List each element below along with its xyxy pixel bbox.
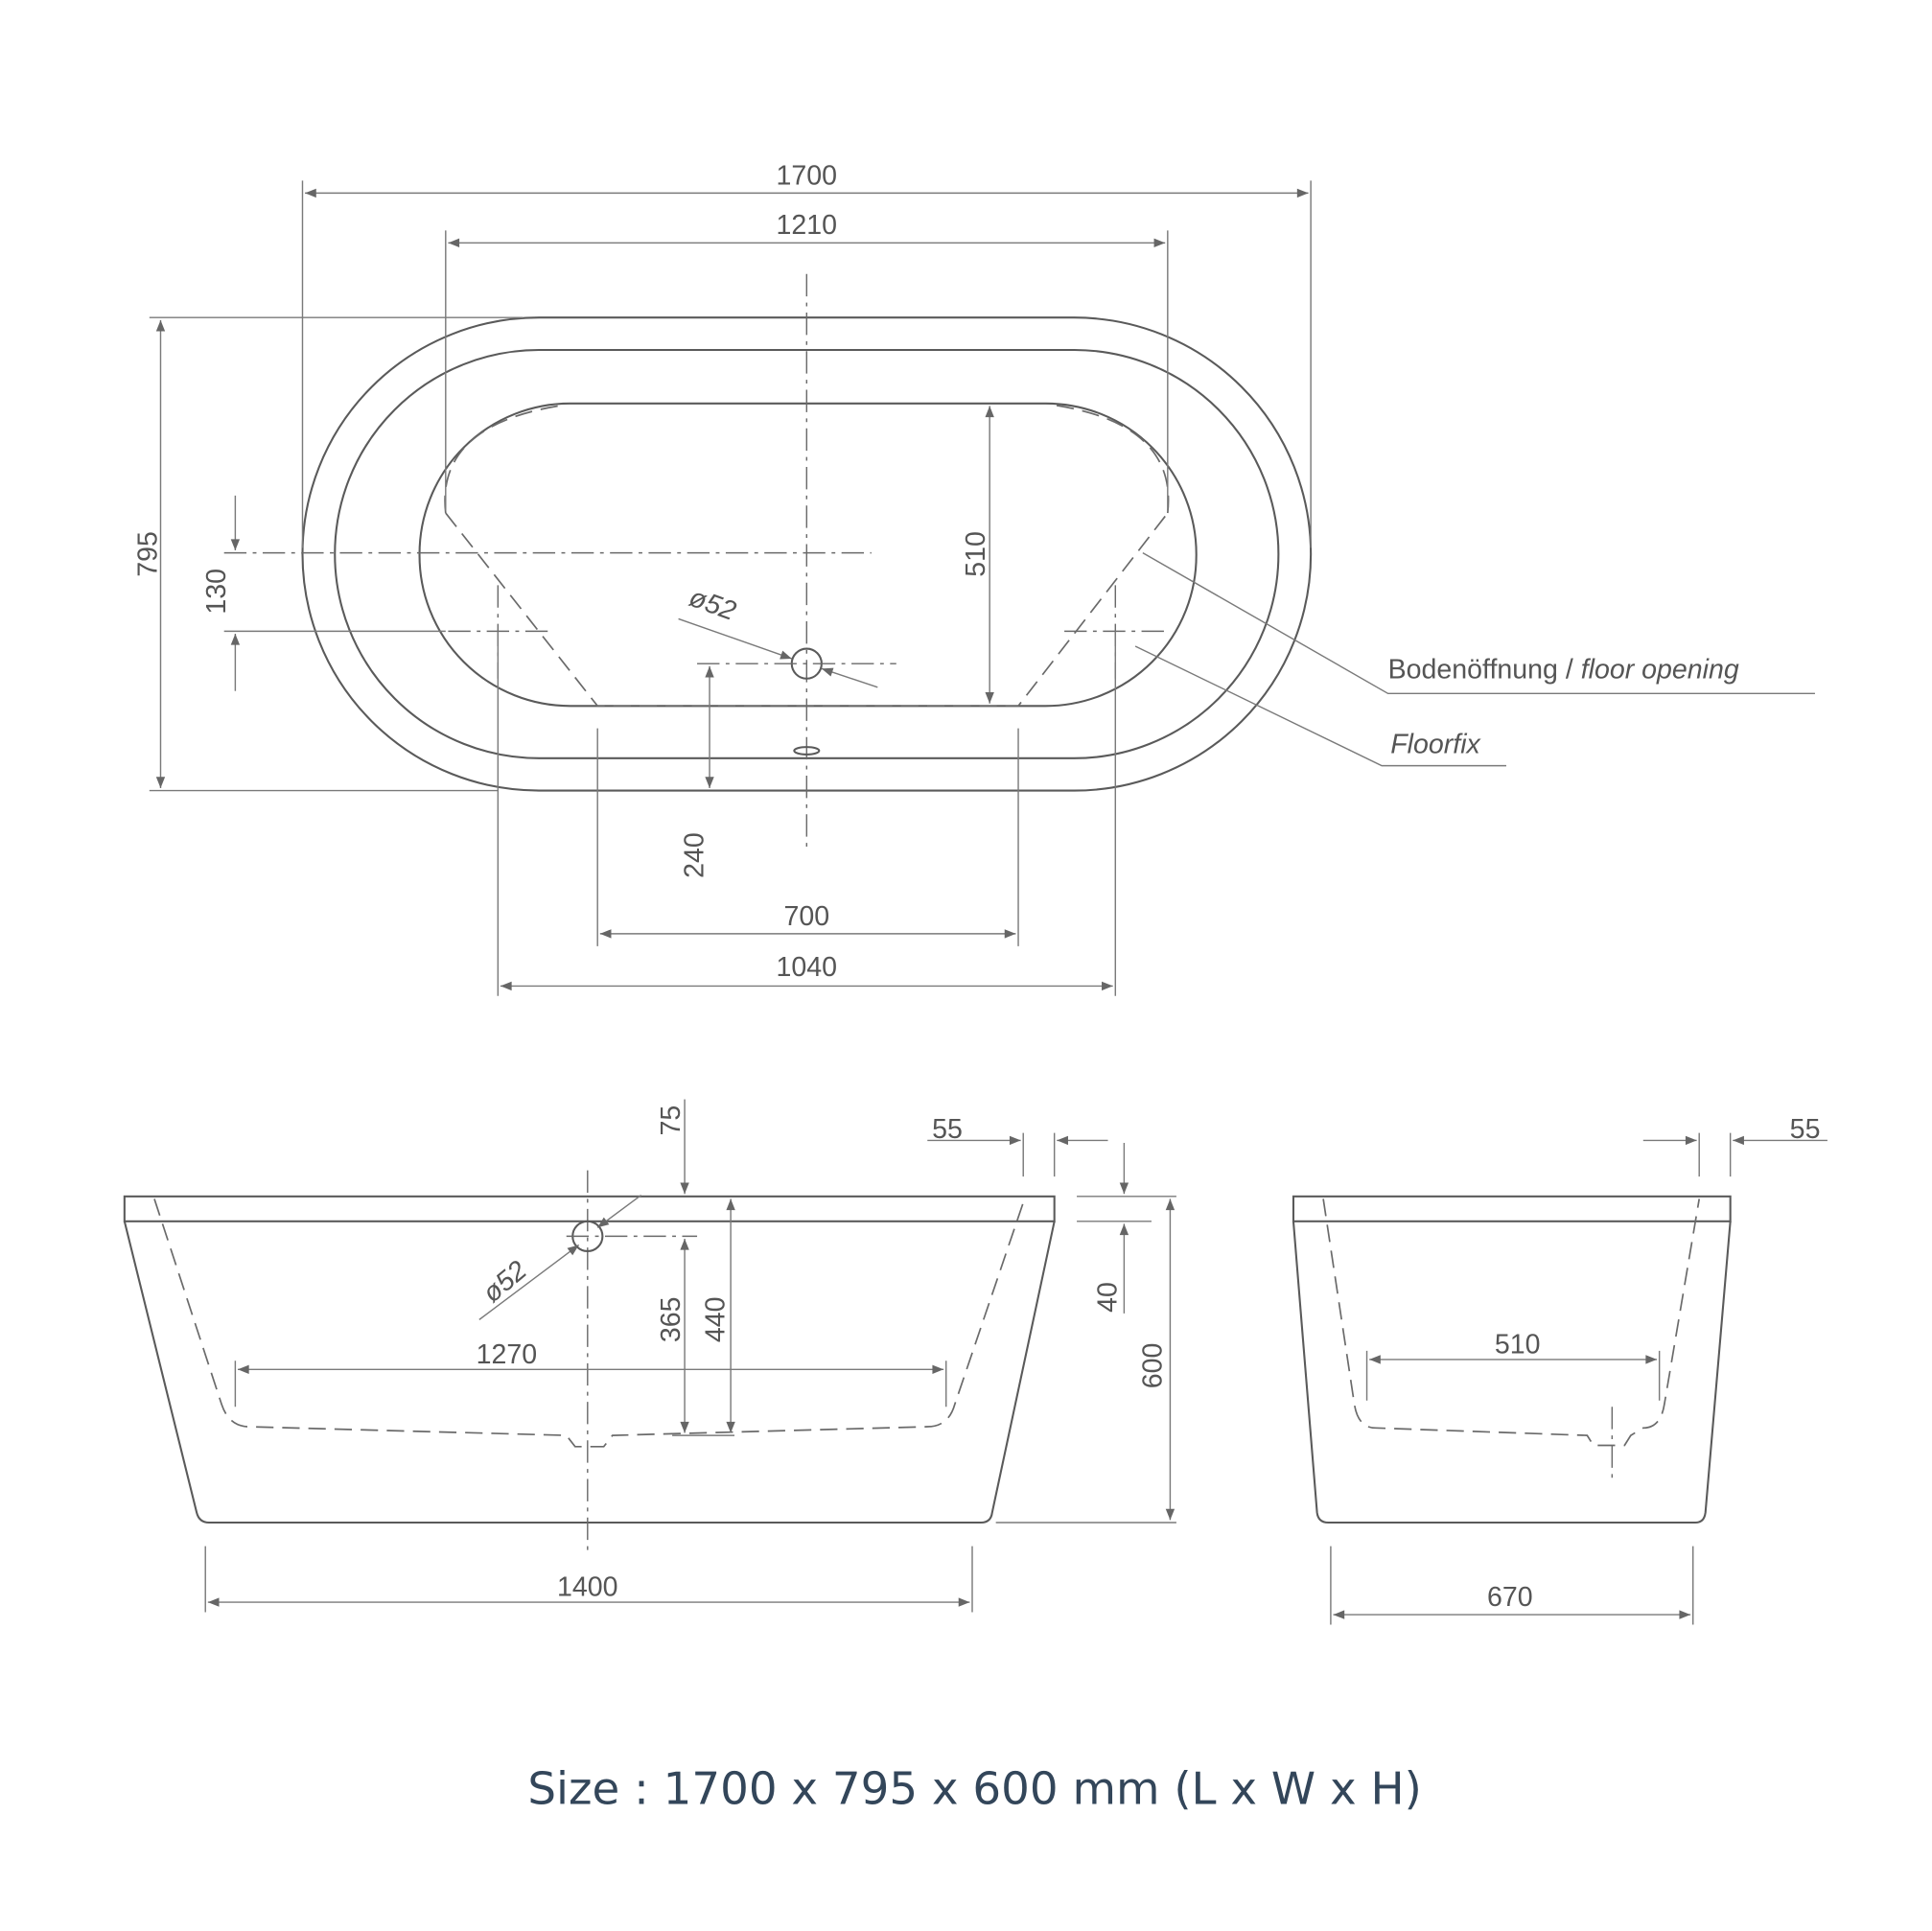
dim-overflow-diameter: ø52 (477, 1255, 532, 1309)
label-floorfix: Floorfix (1390, 730, 1481, 760)
basin (418, 402, 1198, 708)
dim-floor-length: 1270 (477, 1339, 538, 1370)
dim-depth: 440 (701, 1297, 732, 1343)
end-view: 55 510 670 (1292, 1114, 1827, 1625)
dim-rim: 55 (1790, 1114, 1821, 1145)
dim-offset: 130 (201, 569, 232, 615)
dim-rim-height: 40 (1093, 1282, 1124, 1313)
dim-floor-width: 510 (1495, 1329, 1541, 1360)
dim-overflow-top: 75 (656, 1105, 687, 1136)
overflow-icon (793, 746, 821, 756)
floor-opening-outline (444, 404, 1170, 708)
dim-base-length: 1400 (557, 1572, 618, 1603)
side-view: 75 55 40 600 ø52 365 440 1270 1400 (123, 1099, 1176, 1613)
dim-floor-width: 700 (783, 901, 829, 932)
inner-basin (1322, 1198, 1701, 1447)
dim-height: 600 (1137, 1343, 1168, 1389)
dim-width: 795 (133, 531, 164, 577)
size-caption: Size : 1700 x 795 x 600 mm (L x W x H) (527, 1763, 1422, 1815)
rim (123, 1195, 1056, 1222)
dim-floorfix-spacing: 1040 (777, 952, 838, 983)
dim-drain-offset: 240 (680, 832, 710, 878)
tub-body (1292, 1221, 1732, 1524)
dim-basin-width: 510 (961, 531, 991, 577)
dim-drain-diameter: ø52 (686, 582, 740, 627)
dim-base-width: 670 (1487, 1582, 1533, 1613)
tub-body (123, 1221, 1056, 1524)
rim (1292, 1195, 1732, 1222)
top-view: 1700 1210 795 130 510 240 700 1040 ø52 B… (133, 160, 1815, 996)
dim-length: 1700 (777, 160, 838, 191)
label-floor-opening: Bodenöffnung / floor opening (1388, 655, 1739, 686)
dim-overflow-to-floor: 365 (656, 1297, 687, 1343)
dim-rim: 55 (932, 1114, 963, 1145)
inner-basin (153, 1198, 1026, 1448)
dim-inner-length: 1210 (777, 210, 838, 241)
